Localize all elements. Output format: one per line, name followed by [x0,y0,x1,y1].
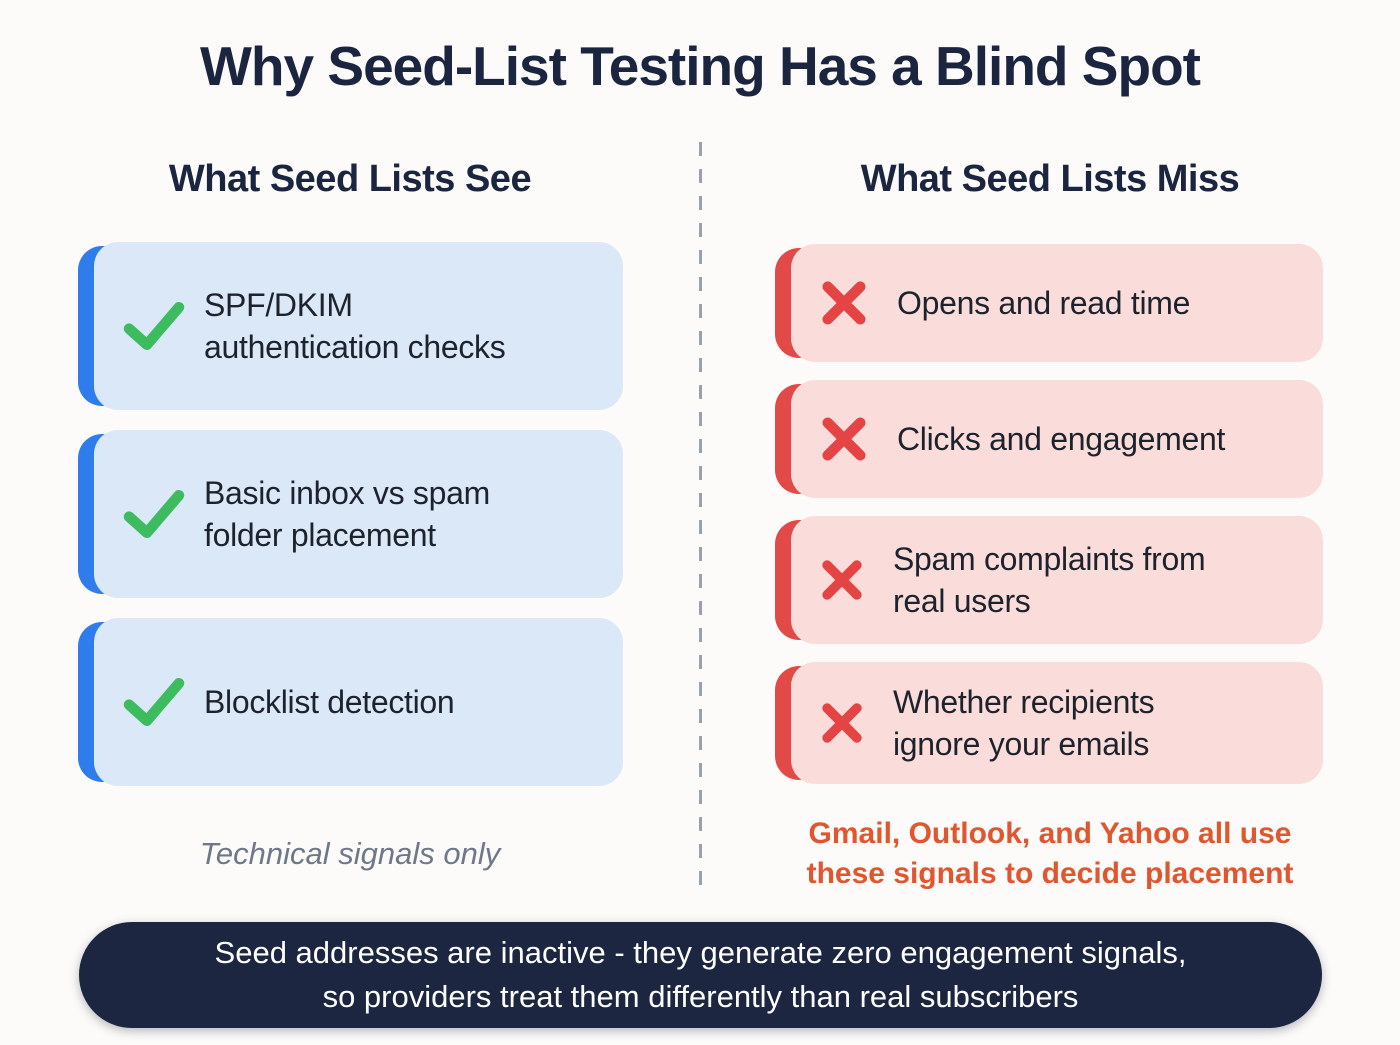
x-icon [821,416,867,462]
card-label: SPF/DKIM authentication checks [204,284,506,368]
miss-card-clicks: Clicks and engagement [775,380,1323,498]
seen-footnote: Technical signals only [199,836,501,871]
label-line: real users [893,583,1031,619]
summary-banner: Seed addresses are inactive - they gener… [79,922,1322,1028]
miss-card-ignored-emails: Whether recipients ignore your emails [775,662,1323,784]
label-line: Opens and read time [897,284,1191,321]
label-line: Clicks and engagement [897,420,1226,457]
page-title: Why Seed-List Testing Has a Blind Spot [200,35,1201,97]
seen-card-blocklist: Blocklist detection [78,618,623,786]
column-divider [699,142,702,890]
label-line: ignore your emails [893,726,1150,762]
x-icon [821,559,863,601]
card-body: Opens and read time [791,244,1323,362]
label-line: Spam complaints from [893,540,1206,577]
miss-card-opens: Opens and read time [775,244,1323,362]
banner-line: so providers treat them differently than… [322,979,1079,1014]
card-body: Spam complaints from real users [791,516,1323,644]
card-body: Whether recipients ignore your emails [791,662,1323,784]
seen-column-heading: What Seed Lists See [168,158,532,200]
card-body: Clicks and engagement [791,380,1323,498]
miss-card-spam-complaints: Spam complaints from real users [775,516,1323,644]
x-icon [821,280,867,326]
card-label: Opens and read time [897,282,1190,324]
card-body: SPF/DKIM authentication checks [94,242,623,410]
banner-line: Seed addresses are inactive - they gener… [214,934,1187,970]
label-line: Blocklist detection [204,683,455,720]
card-body: Basic inbox vs spam folder placement [94,430,623,598]
card-label: Clicks and engagement [897,418,1225,460]
miss-card-list: Opens and read time Clicks and engagemen… [775,244,1323,784]
miss-footnote-line: Gmail, Outlook, and Yahoo all use [808,817,1292,850]
card-label: Whether recipients ignore your emails [893,681,1155,765]
label-line: Basic inbox vs spam [204,474,490,511]
x-icon [821,702,863,744]
check-icon [122,488,186,540]
label-line: SPF/DKIM [204,286,353,323]
label-line: Whether recipients [893,683,1155,720]
check-icon [122,676,186,728]
card-label: Basic inbox vs spam folder placement [204,472,490,556]
miss-column-heading: What Seed Lists Miss [860,158,1240,200]
card-body: Blocklist detection [94,618,623,786]
card-label: Spam complaints from real users [893,538,1206,622]
seen-card-spf-dkim: SPF/DKIM authentication checks [78,242,623,410]
miss-footnote: Gmail, Outlook, and Yahoo all use these … [700,814,1400,894]
miss-footnote-line: these signals to decide placement [806,856,1294,890]
label-line: folder placement [204,517,436,553]
check-icon [122,300,186,352]
seen-card-inbox-placement: Basic inbox vs spam folder placement [78,430,623,598]
label-line: authentication checks [204,329,506,365]
seen-card-list: SPF/DKIM authentication checks Basic inb… [78,242,623,786]
card-label: Blocklist detection [204,681,455,723]
